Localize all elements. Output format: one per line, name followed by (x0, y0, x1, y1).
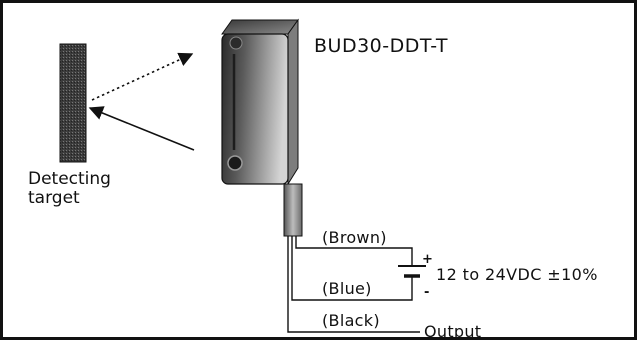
detecting-target-label: Detecting target (28, 169, 116, 208)
blue-wire-label: (Blue) (322, 279, 372, 298)
ultrasonic-sensor (221, 18, 299, 186)
output-label: Output (424, 322, 481, 340)
black-wire (287, 236, 420, 333)
brown-wire (295, 236, 413, 266)
supply-minus-sign: - (424, 285, 429, 300)
emitted-wave-arrow (91, 52, 194, 101)
supply-plus-sign: + (422, 252, 433, 267)
reflected-wave-arrow (88, 106, 195, 151)
dc-supply-symbol (398, 265, 426, 284)
sensor-cable (283, 183, 303, 237)
wiring (287, 236, 420, 333)
brown-wire-label: (Brown) (322, 228, 387, 247)
sensor-model-label: BUD30-DDT-T (314, 35, 448, 57)
blue-wire (291, 236, 413, 301)
target-label-line-2: target (28, 188, 80, 208)
black-wire-label: (Black) (322, 311, 380, 330)
supply-voltage-label: 12 to 24VDC ±10% (436, 265, 598, 284)
target-label-line-1: Detecting (28, 169, 111, 189)
sensor-indicator-bottom (227, 155, 243, 171)
sensor-indicator-top (229, 36, 243, 50)
detecting-target (59, 43, 87, 163)
